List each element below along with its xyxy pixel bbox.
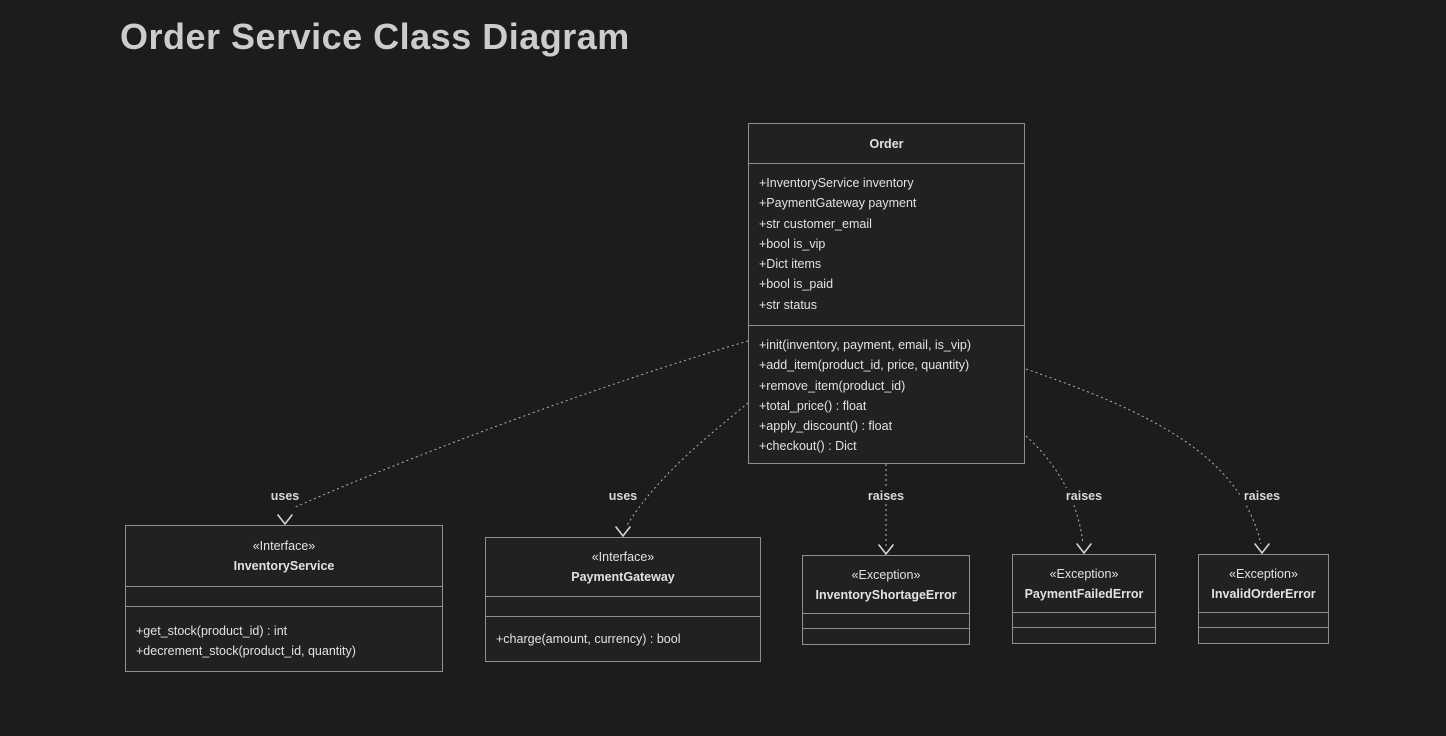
class-order-methods: +init(inventory, payment, email, is_vip)… (749, 326, 1024, 457)
attribute-line: +bool is_vip (759, 236, 826, 251)
method-line: +decrement_stock(product_id, quantity) (136, 644, 356, 659)
class-order-name: Order (869, 136, 904, 151)
class-order-header: Order (749, 124, 1024, 164)
arrowhead-raises-payment-failed (1076, 543, 1092, 555)
edge-label-raises-payment-failed: raises (1061, 488, 1107, 504)
edge-label-uses-payment-gateway: uses (604, 488, 642, 504)
arrowhead-uses-payment-gateway (615, 526, 631, 538)
method-line: +add_item(product_id, price, quantity) (759, 358, 970, 373)
method-line: +init(inventory, payment, email, is_vip) (759, 338, 972, 352)
arrowhead-raises-inventory-shortage (878, 544, 894, 556)
class-payment-failed-error-name: PaymentFailedError (1024, 586, 1144, 601)
class-invalid-order-error-methods-empty (1199, 628, 1328, 643)
method-line: +checkout() : Dict (759, 439, 857, 454)
class-inventory-service-attributes-empty (126, 587, 442, 607)
arrowhead-raises-invalid-order (1254, 543, 1270, 555)
class-payment-failed-error-attributes-empty (1013, 613, 1155, 628)
edge-label-uses-inventory-service: uses (266, 488, 304, 504)
edge-label-raises-invalid-order: raises (1239, 488, 1285, 504)
method-line: +apply_discount() : float (759, 419, 893, 434)
page-title: Order Service Class Diagram (120, 16, 630, 57)
stereotype-label: «Exception» (851, 567, 921, 582)
class-invalid-order-error-header: «Exception» InvalidOrderError (1199, 555, 1328, 613)
attribute-line: +InventoryService inventory (759, 176, 914, 190)
method-line: +total_price() : float (759, 398, 867, 413)
edge-raises-payment-failed (1025, 435, 1084, 545)
class-inventory-service-name: InventoryService (233, 559, 335, 573)
class-box-payment-failed-error: «Exception» PaymentFailedError (1012, 554, 1156, 644)
class-payment-gateway-name: PaymentGateway (571, 570, 675, 584)
class-inventory-shortage-error-header: «Exception» InventoryShortageError (803, 556, 969, 614)
class-payment-failed-error-methods-empty (1013, 628, 1155, 643)
class-box-inventory-shortage-error: «Exception» InventoryShortageError (802, 555, 970, 645)
class-payment-gateway-header: «Interface» PaymentGateway (486, 538, 760, 597)
class-box-order: Order +InventoryService inventory +Payme… (748, 123, 1025, 464)
class-inventory-service-methods: +get_stock(product_id) : int +decrement_… (126, 607, 442, 662)
class-box-payment-gateway: «Interface» PaymentGateway +charge(amoun… (485, 537, 761, 662)
class-payment-failed-error-header: «Exception» PaymentFailedError (1013, 555, 1155, 613)
class-payment-gateway-attributes-empty (486, 597, 760, 617)
stereotype-label: «Exception» (1229, 566, 1298, 581)
arrowhead-uses-inventory-service (277, 514, 293, 526)
edge-uses-payment-gateway (625, 402, 749, 528)
stereotype-label: «Exception» (1049, 566, 1119, 581)
class-inventory-shortage-error-methods-empty (803, 629, 969, 644)
attribute-line: +PaymentGateway payment (759, 196, 917, 211)
class-invalid-order-error-name: InvalidOrderError (1211, 586, 1316, 601)
class-invalid-order-error-attributes-empty (1199, 613, 1328, 628)
edge-uses-inventory-service (292, 340, 749, 509)
class-payment-gateway-methods: +charge(amount, currency) : bool (486, 617, 760, 649)
edge-label-raises-inventory-shortage: raises (863, 488, 909, 504)
class-box-inventory-service: «Interface» InventoryService +get_stock(… (125, 525, 443, 672)
method-line: +get_stock(product_id) : int (136, 624, 288, 638)
attribute-line: +bool is_paid (759, 277, 834, 292)
attribute-line: +str status (759, 297, 818, 312)
class-inventory-shortage-error-attributes-empty (803, 614, 969, 629)
class-inventory-service-header: «Interface» InventoryService (126, 526, 442, 587)
method-line: +remove_item(product_id) (759, 378, 906, 393)
class-box-invalid-order-error: «Exception» InvalidOrderError (1198, 554, 1329, 644)
attribute-line: +Dict items (759, 257, 822, 272)
class-inventory-shortage-error-name: InventoryShortageError (815, 587, 957, 602)
class-order-attributes: +InventoryService inventory +PaymentGate… (749, 164, 1024, 326)
edge-raises-invalid-order (1025, 368, 1262, 545)
stereotype-label: «Interface» (252, 539, 316, 553)
stereotype-label: «Interface» (591, 550, 655, 564)
method-line: +charge(amount, currency) : bool (496, 632, 681, 646)
attribute-line: +str customer_email (759, 216, 872, 231)
